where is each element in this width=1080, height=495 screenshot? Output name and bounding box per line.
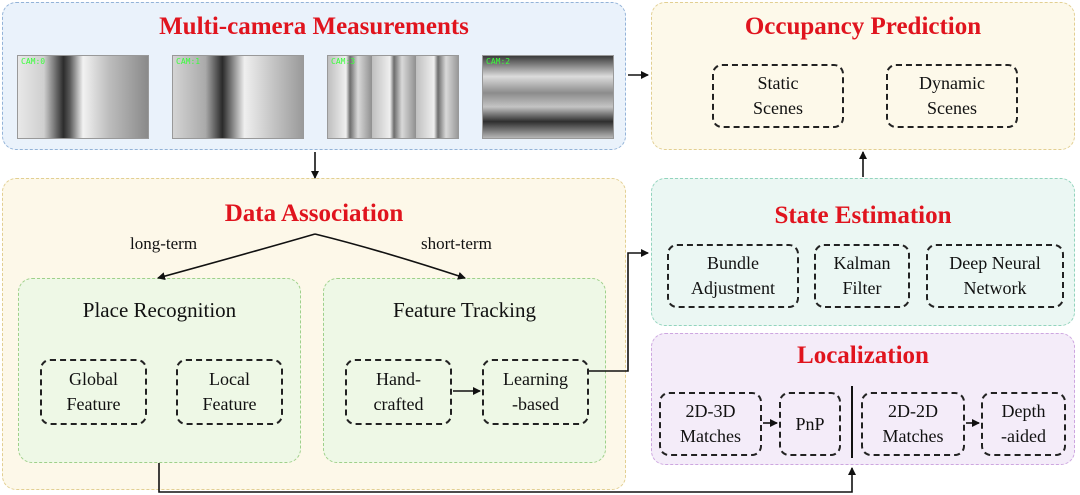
camera-label-0: CAM:0	[21, 57, 46, 66]
camera-image-2: CAM:2	[482, 55, 614, 139]
kalman-filter-box: Kalman Filter	[814, 244, 910, 308]
hand-crafted-box: Hand- crafted	[345, 359, 452, 425]
feature-tracking-title: Feature Tracking	[393, 298, 536, 322]
measurements-title: Multi-camera Measurements	[159, 13, 469, 40]
place-recognition-panel	[18, 278, 301, 463]
localization-title: Localization	[797, 342, 929, 369]
static-scenes-box: Static Scenes	[712, 64, 844, 128]
state-estimation-title: State Estimation	[774, 202, 952, 229]
depth-aided-box: Depth -aided	[981, 392, 1066, 456]
localization-panel: Localization	[651, 333, 1075, 465]
occupancy-title: Occupancy Prediction	[744, 13, 982, 40]
state-estimation-panel: State Estimation	[651, 178, 1075, 326]
arrow-association-to-localization	[158, 463, 856, 493]
camera-label-1: CAM:1	[176, 57, 201, 66]
bundle-adjustment-box: Bundle Adjustment	[667, 244, 799, 308]
camera-image-1: CAM:1	[172, 55, 304, 139]
camera-label-2: CAM:2	[486, 57, 511, 66]
camera-image-0: CAM:0	[17, 55, 149, 139]
pnp-box: PnP	[779, 392, 841, 456]
camera-label-3: CAM:3	[331, 57, 356, 66]
global-feature-box: Global Feature	[40, 359, 147, 425]
place-recognition-title: Place Recognition	[82, 298, 237, 322]
learning-based-box: Learning -based	[482, 359, 589, 425]
2d-3d-matches-box: 2D-3D Matches	[659, 392, 762, 456]
2d-2d-matches-box: 2D-2D Matches	[861, 392, 965, 456]
dynamic-scenes-box: Dynamic Scenes	[886, 64, 1018, 128]
camera-image-3: CAM:3	[327, 55, 459, 139]
arrow-tracking-to-state	[589, 249, 649, 372]
short-term-label: short-term	[421, 234, 492, 253]
feature-tracking-panel	[323, 278, 606, 463]
deep-neural-network-box: Deep Neural Network	[926, 244, 1064, 308]
association-title: Data Association	[224, 200, 404, 227]
arrow-long-term	[157, 233, 316, 281]
arrow-short-term	[314, 233, 466, 280]
local-feature-box: Local Feature	[176, 359, 283, 425]
long-term-label: long-term	[130, 234, 198, 253]
